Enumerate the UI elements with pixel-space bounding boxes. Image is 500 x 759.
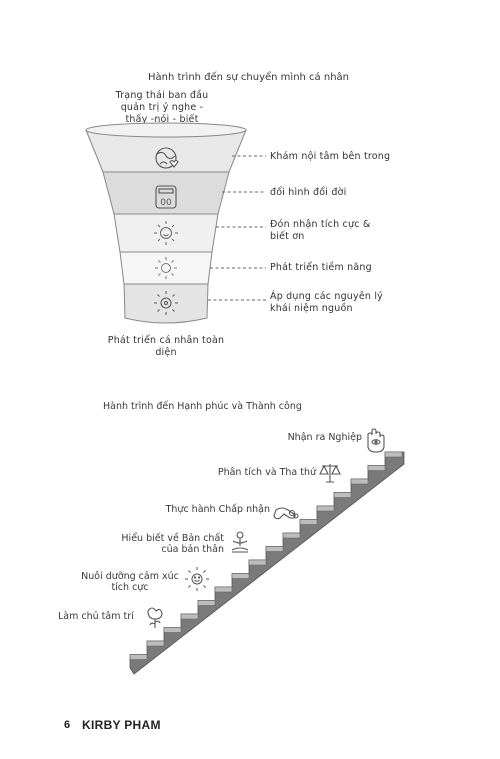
stair-step-label-4: Thực hành Chấp nhận — [165, 504, 270, 515]
stair-tread — [180, 613, 199, 620]
stair-tread — [265, 546, 284, 552]
stair-tread — [384, 451, 403, 458]
smiling-sun-icon-2 — [185, 567, 209, 591]
rose-icon — [147, 607, 163, 628]
funnel-top-label: Trạng thái ban đầu quản trị ý nghe - thấ… — [115, 90, 209, 125]
globe-heart-icon — [155, 147, 179, 169]
author-name: KIRBY PHAM — [82, 718, 161, 732]
staircase — [129, 451, 405, 675]
funnel-title: Hành trình đến sự chuyển mình cá nhân — [148, 72, 349, 83]
stair-tread — [282, 532, 301, 539]
meditation-icon — [231, 531, 249, 553]
stair-step-label-5: Phân tích và Tha thứ — [217, 467, 316, 478]
stair-tread — [214, 586, 233, 593]
stair-step-label-1: Làm chủ tâm trí — [58, 611, 134, 622]
stair-tread — [350, 478, 369, 485]
stair-tread — [367, 465, 386, 471]
balance-scale-icon — [319, 464, 341, 483]
stair-tread — [129, 654, 148, 660]
stair-step-label-3: Hiểu biết về Bản chất của bản thân — [121, 533, 224, 555]
hamsa-eye-icon — [367, 428, 385, 453]
stair-tread — [248, 559, 267, 566]
funnel-stage-label-1: Khám nội tâm bên trong — [270, 151, 391, 162]
stair-tread — [197, 600, 216, 606]
gear-sun-icon — [154, 291, 178, 315]
funnel-rim — [85, 122, 247, 138]
stair-tread — [231, 573, 250, 579]
stair-tread — [333, 492, 352, 498]
stair-step-label-2: Nuôi dưỡng cảm xúc tích cực — [81, 571, 179, 593]
svg-text:00: 00 — [160, 198, 172, 208]
stair-tread — [299, 519, 318, 525]
stair-tread — [146, 640, 165, 647]
staircase-body — [129, 451, 405, 675]
stair-tread — [163, 627, 182, 633]
stairs-title: Hành trình đến Hạnh phúc và Thành công — [103, 401, 302, 412]
sun-icon — [155, 257, 177, 279]
smiling-sun-icon — [154, 221, 178, 245]
scale-icon: 00 — [155, 185, 177, 209]
stair-tread — [316, 505, 335, 512]
funnel-stage-label-4: Phát triển tiềm năng — [270, 262, 372, 273]
funnel-bottom-label: Phát triển cá nhân toàn diện — [107, 335, 225, 358]
page-number: 6 — [64, 719, 71, 731]
handshake-icon — [273, 507, 299, 520]
funnel-band-5 — [123, 283, 209, 324]
funnel-stage-label-5: Áp dụng các nguyên lý khái niệm nguồn — [270, 291, 383, 314]
funnel-diagram: 00 — [85, 122, 266, 324]
stair-step-label-6: Nhận ra Nghiệp — [287, 432, 362, 443]
funnel-stage-label-2: đổi hình đổi đời — [270, 187, 347, 198]
funnel-stage-label-3: Đón nhận tích cực & biết ơn — [270, 219, 371, 242]
